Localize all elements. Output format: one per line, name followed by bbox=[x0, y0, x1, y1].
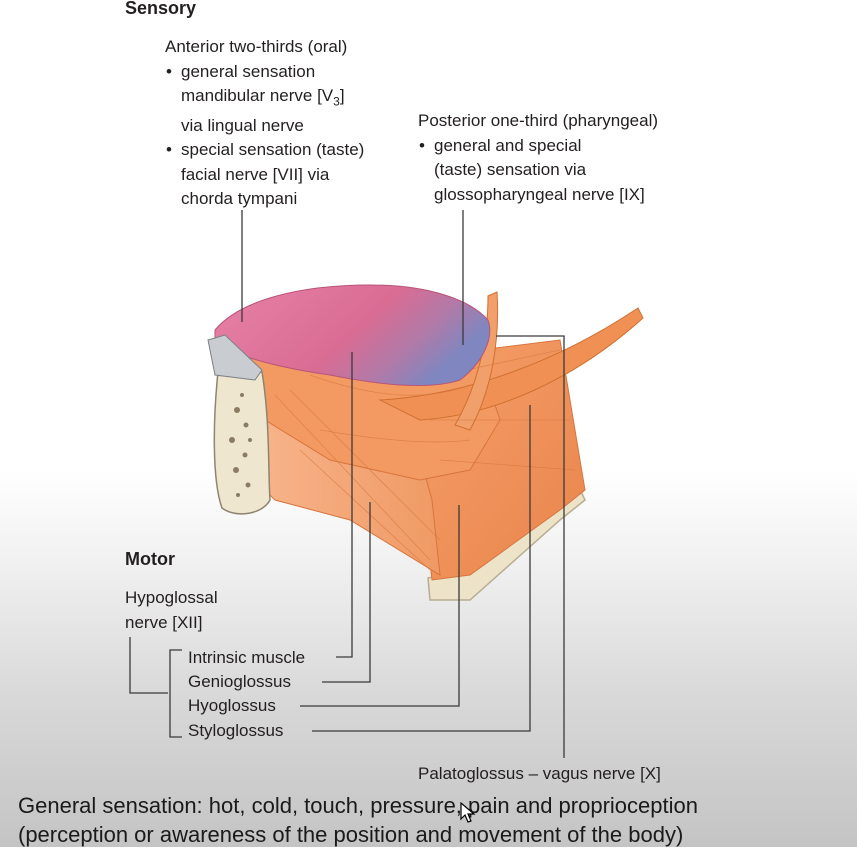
intrinsic-leader bbox=[336, 352, 353, 658]
hypoglossal-bracket bbox=[129, 637, 168, 694]
muscle-label-hyoglossus: Hyoglossus bbox=[188, 696, 276, 715]
sensory-heading: Sensory bbox=[125, 0, 197, 18]
caption-line-2: (perception or awareness of the position… bbox=[18, 822, 684, 847]
posterior-bullet-line-2: (taste) sensation via bbox=[434, 160, 587, 179]
palatoglossus-label: Palatoglossus – vagus nerve [X] bbox=[418, 764, 661, 783]
anterior-bullet-taste-line-2: facial nerve [VII] via bbox=[181, 164, 330, 184]
styloglossus-leader bbox=[312, 405, 531, 732]
mandible-spongy-bone bbox=[229, 393, 252, 497]
leader-lines bbox=[129, 210, 565, 758]
posterior-bullet-line-3: glossopharyngeal nerve [IX] bbox=[434, 184, 645, 204]
posterior-bullets: general and special (taste) sensation vi… bbox=[418, 134, 658, 208]
hypoglossal-nerve-label: Hypoglossal nerve [XII] bbox=[125, 586, 218, 635]
muscle-label-styloglossus: Styloglossus bbox=[188, 721, 284, 740]
hypoglossal-line-2: nerve [XII] bbox=[125, 612, 203, 632]
posterior-title: Posterior one-third (pharyngeal) bbox=[418, 111, 659, 130]
hypoglossal-line-1: Hypoglossal bbox=[125, 588, 218, 607]
anterior-bullet-taste: special sensation (taste) facial nerve [… bbox=[165, 138, 364, 212]
muscle-label-intrinsic: Intrinsic muscle bbox=[188, 648, 306, 667]
hyoglossus-leader bbox=[300, 505, 460, 707]
anterior-bullet-general-line-2: mandibular nerve [V3] bbox=[181, 84, 364, 114]
mandibular-nerve-text: mandibular nerve [V bbox=[181, 86, 334, 105]
mandibular-subscript: 3 bbox=[333, 94, 340, 109]
posterior-bullet-line-1: general and special bbox=[434, 135, 582, 155]
caption-line-1: General sensation: hot, cold, touch, pre… bbox=[18, 793, 698, 818]
muscle-group-bracket bbox=[169, 649, 182, 738]
anterior-bullet-taste-line-3: chorda tympani bbox=[181, 189, 298, 209]
genioglossus-leader bbox=[322, 502, 371, 683]
mandible bbox=[213, 371, 271, 515]
palatoglossus-leader bbox=[496, 335, 565, 758]
anterior-bullet-general-line-1: general sensation bbox=[181, 61, 316, 81]
posterior-bullet: general and special (taste) sensation vi… bbox=[418, 134, 658, 208]
muscle-label-genioglossus: Genioglossus bbox=[188, 672, 292, 691]
mandibular-close-bracket: ] bbox=[339, 86, 345, 105]
anterior-title: Anterior two-thirds (oral) bbox=[165, 37, 348, 56]
mouse-cursor-icon bbox=[460, 802, 476, 823]
incisor-teeth bbox=[207, 334, 263, 381]
anterior-block: Anterior two-thirds (oral) general sensa… bbox=[165, 35, 364, 212]
anterior-bullet-general-line-3: via lingual nerve bbox=[181, 115, 304, 135]
anterior-bullet-general: general sensation mandibular nerve [V3] … bbox=[165, 60, 364, 139]
anterior-bullet-taste-line-1: special sensation (taste) bbox=[181, 140, 365, 160]
motor-heading: Motor bbox=[125, 549, 175, 569]
tongue-dorsum bbox=[214, 284, 491, 386]
anterior-bullets: general sensation mandibular nerve [V3] … bbox=[165, 60, 364, 212]
posterior-block: Posterior one-third (pharyngeal) general… bbox=[418, 109, 658, 207]
